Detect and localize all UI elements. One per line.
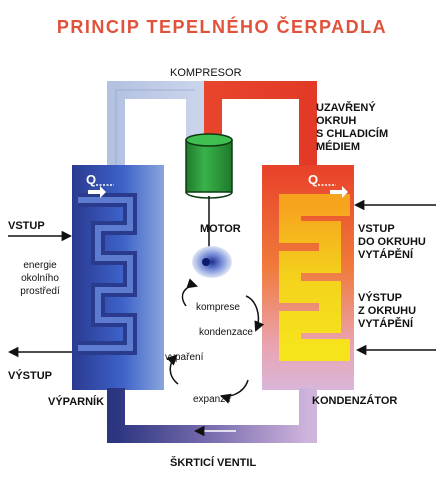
cycle-arrows bbox=[166, 278, 265, 404]
label-condenser: KONDENZÁTOR bbox=[312, 394, 397, 407]
q-left: Q bbox=[86, 172, 96, 187]
label-valve: ŠKRTICÍ VENTIL bbox=[170, 456, 256, 469]
svg-text:prostředí: prostředí bbox=[20, 286, 60, 297]
label-output-left: VÝSTUP bbox=[8, 369, 52, 382]
svg-text:VYTÁPĚNÍ: VYTÁPĚNÍ bbox=[358, 248, 414, 261]
svg-text:okolního: okolního bbox=[21, 273, 59, 284]
svg-text:S CHLADICÍM: S CHLADICÍM bbox=[316, 127, 388, 140]
motor-icon bbox=[192, 246, 232, 278]
cold-pipe bbox=[107, 81, 204, 170]
q-right: Q bbox=[308, 172, 318, 187]
label-energy: energie okolního prostředí bbox=[20, 260, 60, 297]
svg-text:OKRUH: OKRUH bbox=[316, 115, 356, 127]
label-compressor: KOMPRESOR bbox=[170, 67, 242, 79]
step-compression: komprese bbox=[196, 302, 240, 313]
svg-text:UZAVŘENÝ: UZAVŘENÝ bbox=[316, 101, 376, 114]
label-motor: MOTOR bbox=[200, 223, 241, 235]
label-evaporator: VÝPARNÍK bbox=[48, 395, 104, 408]
svg-text:VÝSTUP: VÝSTUP bbox=[358, 291, 402, 304]
hot-pipe bbox=[204, 81, 317, 170]
q-left-arrow-icon bbox=[88, 186, 106, 198]
label-input-right: VSTUP DO OKRUHU VYTÁPĚNÍ bbox=[358, 223, 426, 261]
step-condensation: kondenzace bbox=[199, 327, 253, 338]
svg-text:VSTUP: VSTUP bbox=[358, 223, 395, 235]
compressor-icon bbox=[185, 133, 233, 199]
svg-text:Z OKRUHU: Z OKRUHU bbox=[358, 305, 416, 317]
svg-text:MÉDIEM: MÉDIEM bbox=[316, 140, 360, 153]
label-output-right: VÝSTUP Z OKRUHU VYTÁPĚNÍ bbox=[358, 291, 416, 330]
step-evaporation: vypaření bbox=[165, 352, 204, 363]
label-input-left: VSTUP bbox=[8, 220, 45, 232]
q-right-arrow-icon bbox=[330, 186, 348, 198]
bottom-pipe bbox=[107, 388, 317, 443]
svg-text:DO OKRUHU: DO OKRUHU bbox=[358, 236, 426, 248]
svg-text:VYTÁPĚNÍ: VYTÁPĚNÍ bbox=[358, 317, 414, 330]
title: PRINCIP TEPELNÉHO ČERPADLA bbox=[57, 16, 387, 37]
step-expansion: expanze bbox=[193, 394, 231, 405]
label-closed-circuit: UZAVŘENÝ OKRUH S CHLADICÍM MÉDIEM bbox=[316, 101, 388, 153]
svg-text:energie: energie bbox=[23, 260, 57, 271]
condenser-coil bbox=[279, 194, 350, 361]
